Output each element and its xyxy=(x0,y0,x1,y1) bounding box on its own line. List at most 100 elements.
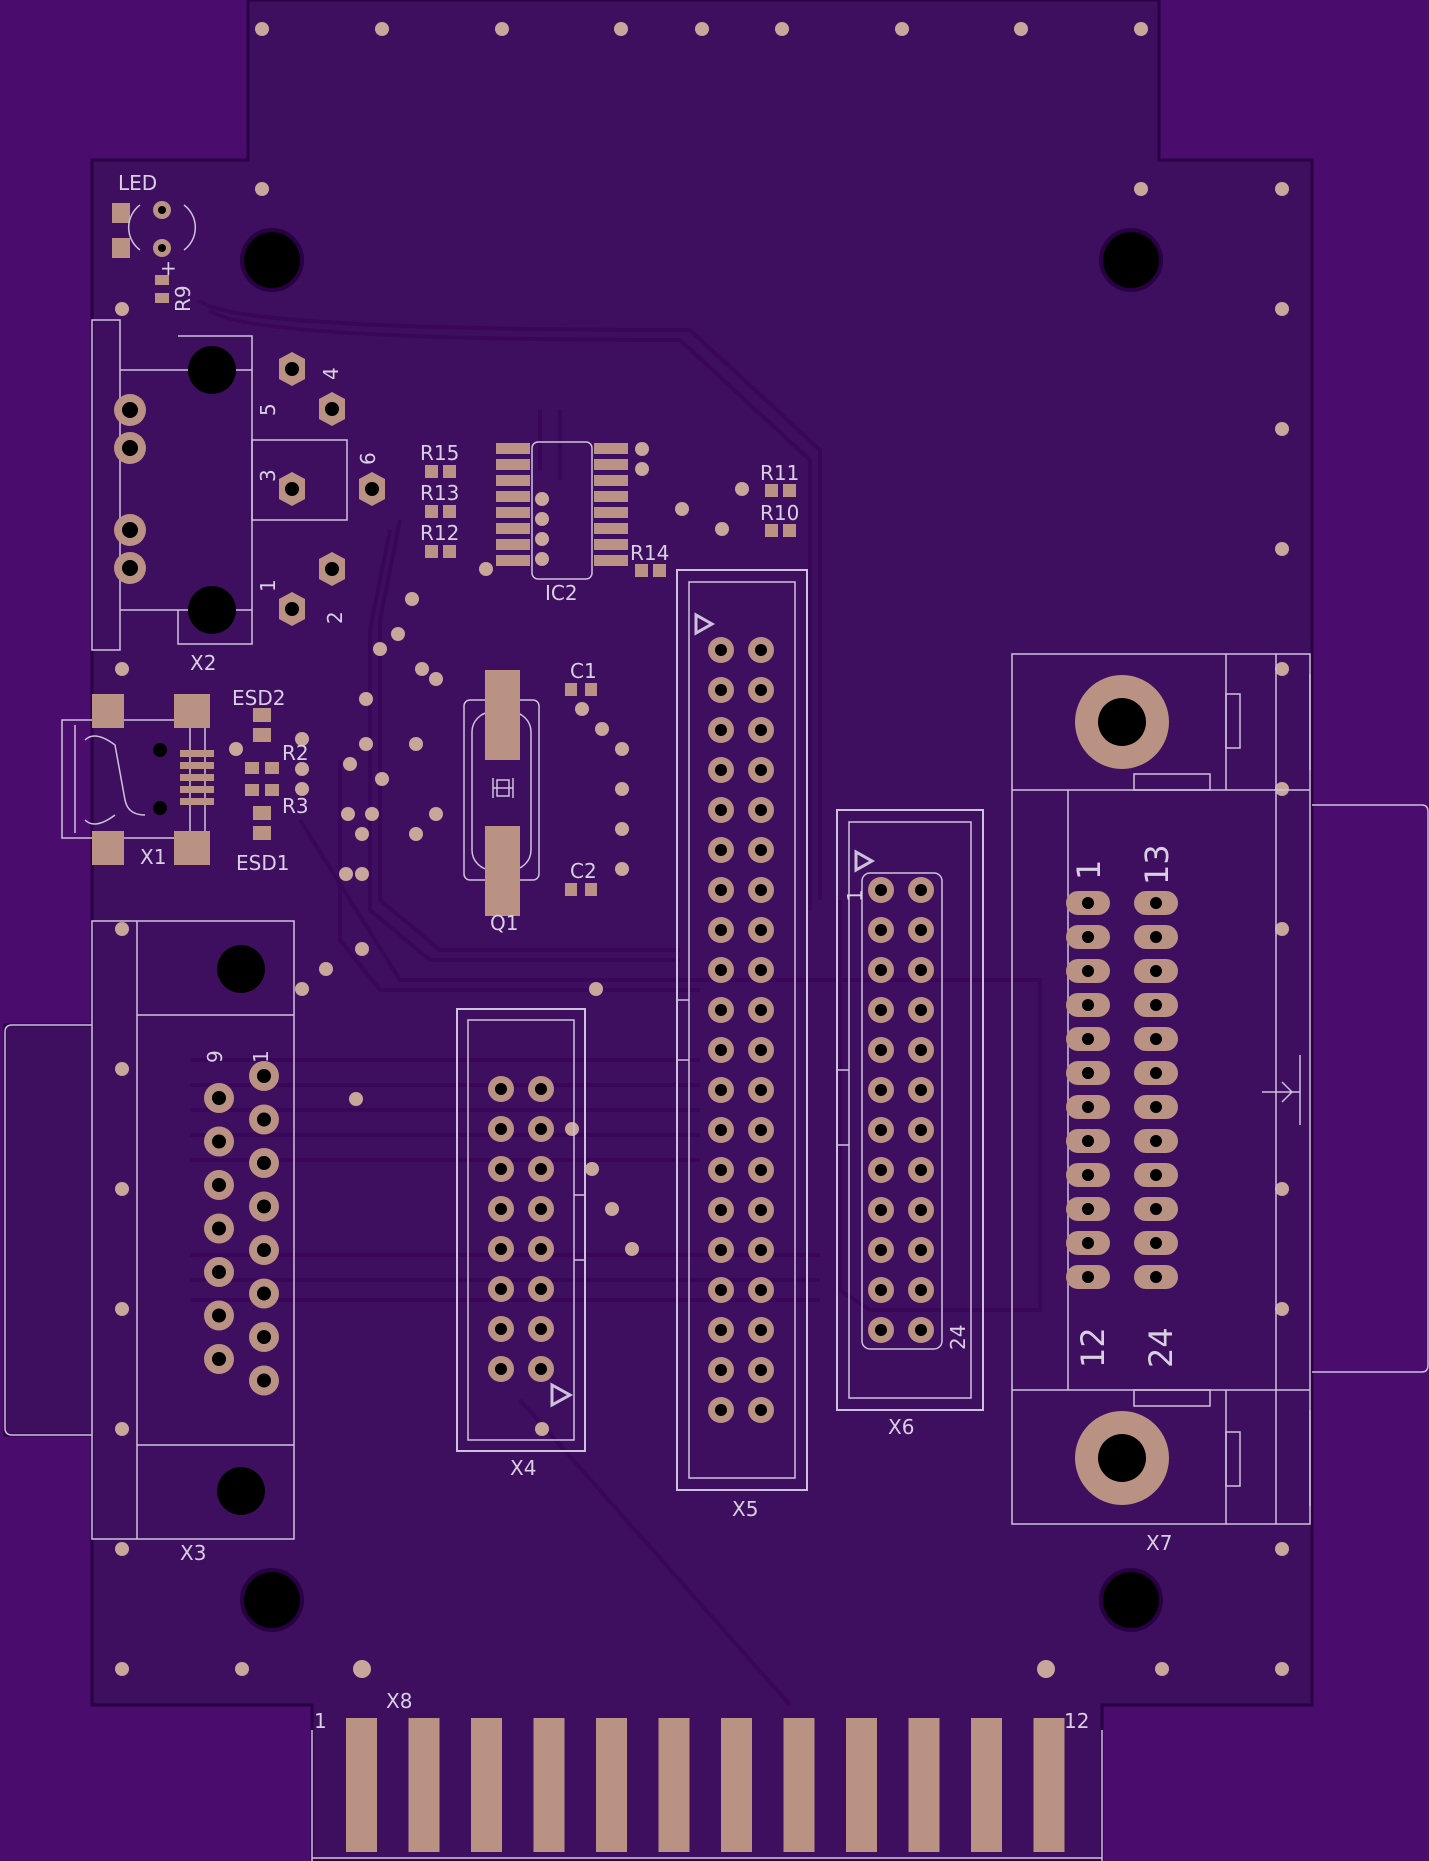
x6-pad-drill xyxy=(915,884,927,896)
x7-pad-drill xyxy=(1082,1203,1094,1215)
x6-pad-drill xyxy=(915,1084,927,1096)
c2-label: C2 xyxy=(570,859,597,883)
x5-pad-drill xyxy=(715,1164,727,1176)
x7-pad-drill xyxy=(1150,1067,1162,1079)
r13-label: R13 xyxy=(420,481,459,505)
x6-pad-drill xyxy=(875,1084,887,1096)
x3-pad-drill xyxy=(212,1265,226,1279)
x6-pad-drill xyxy=(875,1124,887,1136)
x7-pad-drill xyxy=(1082,1237,1094,1249)
x6-pad-drill xyxy=(915,1004,927,1016)
x7-pin12-label: 12 xyxy=(1074,1327,1112,1368)
x5-pad-drill xyxy=(755,804,767,816)
x8-finger xyxy=(783,1718,815,1852)
x4-pad-drill xyxy=(495,1123,507,1135)
x5-pad-drill xyxy=(715,1084,727,1096)
x6-pad-drill xyxy=(915,1324,927,1336)
x6-pad-drill xyxy=(875,884,887,896)
x5-pad-drill xyxy=(755,1244,767,1256)
x7-pad-drill xyxy=(1082,1135,1094,1147)
led-component xyxy=(112,201,197,303)
x7-pad-drill xyxy=(1082,999,1094,1011)
x4-pad-drill xyxy=(495,1163,507,1175)
x7-connector xyxy=(1011,653,1311,1525)
vias xyxy=(115,22,1289,1678)
x5-pad-drill xyxy=(715,1044,727,1056)
x5-pad-drill xyxy=(715,804,727,816)
x3-pad-drill xyxy=(212,1134,226,1149)
x7-pad-drill xyxy=(1150,965,1162,977)
x4-pad-drill xyxy=(535,1243,547,1255)
r3-label: R3 xyxy=(282,794,309,818)
x6-pad-drill xyxy=(915,1284,927,1296)
x5-pad-drill xyxy=(755,644,767,656)
x5-pad-drill xyxy=(715,1244,727,1256)
x3-pin9-label: 9 xyxy=(203,1050,227,1063)
x5-pad-drill xyxy=(715,1324,727,1336)
x7-pad-drill xyxy=(1150,999,1162,1011)
x5-pad-drill xyxy=(715,1404,727,1416)
x5-pad-drill xyxy=(715,684,727,696)
x5-pad-drill xyxy=(755,964,767,976)
x4-pad-drill xyxy=(495,1083,507,1095)
x3-pad-drill xyxy=(212,1091,226,1105)
x6-pad-drill xyxy=(915,1044,927,1056)
x3-connector xyxy=(91,920,295,1540)
x6-pad-drill xyxy=(875,1324,887,1336)
q1-label: Q1 xyxy=(490,911,518,935)
x5-pad-drill xyxy=(715,644,727,656)
small-resistors xyxy=(425,465,796,577)
x5-pad-drill xyxy=(755,1204,767,1216)
x3-label: X3 xyxy=(180,1541,206,1565)
x8-finger xyxy=(971,1718,1002,1852)
x2-pin4-label: 4 xyxy=(319,367,343,380)
x6-pad-drill xyxy=(915,1244,927,1256)
x5-pad-drill xyxy=(755,1124,767,1136)
r11-label: R11 xyxy=(760,461,799,485)
x5-pad-drill xyxy=(755,1324,767,1336)
x8-finger xyxy=(346,1718,377,1852)
x4-pad-drill xyxy=(535,1083,547,1095)
x3-pad-drill xyxy=(212,1352,226,1366)
x3-pad-drill xyxy=(212,1308,226,1323)
x3-pad-drill xyxy=(257,1330,271,1344)
x7-pad-drill xyxy=(1082,1271,1094,1283)
x4-pad-drill xyxy=(495,1283,507,1295)
x6-pad-drill xyxy=(915,1164,927,1176)
x6-pad-drill xyxy=(875,1004,887,1016)
x5-label: X5 xyxy=(732,1497,758,1521)
esd1-label: ESD1 xyxy=(236,851,289,875)
x5-pad-drill xyxy=(755,764,767,776)
x5-pad-drill xyxy=(715,844,727,856)
x4-pad-drill xyxy=(495,1363,507,1375)
x5-pad-drill xyxy=(715,724,727,736)
x6-pin1-label: 1 xyxy=(843,889,867,902)
x7-pad-drill xyxy=(1082,1101,1094,1113)
x6-header xyxy=(836,809,984,1411)
x4-pad-drill xyxy=(535,1203,547,1215)
x6-pad-drill xyxy=(915,964,927,976)
x6-pin24-label: 24 xyxy=(946,1325,970,1350)
x6-pad-drill xyxy=(875,1244,887,1256)
x4-pad-drill xyxy=(495,1203,507,1215)
led-plus-label: + xyxy=(160,256,177,280)
x8-finger xyxy=(408,1718,440,1852)
x6-pad-drill xyxy=(875,1044,887,1056)
x5-pad-drill xyxy=(715,884,727,896)
x5-pad-drill xyxy=(715,764,727,776)
x5-pad-drill xyxy=(755,844,767,856)
x6-pad-drill xyxy=(915,1204,927,1216)
x3-pad-drill xyxy=(257,1199,271,1214)
x8-finger xyxy=(1033,1718,1065,1852)
x5-pad-drill xyxy=(755,1164,767,1176)
x6-label: X6 xyxy=(888,1415,914,1439)
x5-pad-drill xyxy=(755,1044,767,1056)
x7-label: X7 xyxy=(1146,1531,1172,1555)
x3-pad-drill xyxy=(212,1178,226,1192)
x2-pin6-label: 6 xyxy=(356,452,380,465)
x6-pad-drill xyxy=(875,1204,887,1216)
x8-edge-connector xyxy=(311,1718,1103,1861)
x7-pad-drill xyxy=(1082,897,1094,909)
x5-pad-drill xyxy=(715,1124,727,1136)
